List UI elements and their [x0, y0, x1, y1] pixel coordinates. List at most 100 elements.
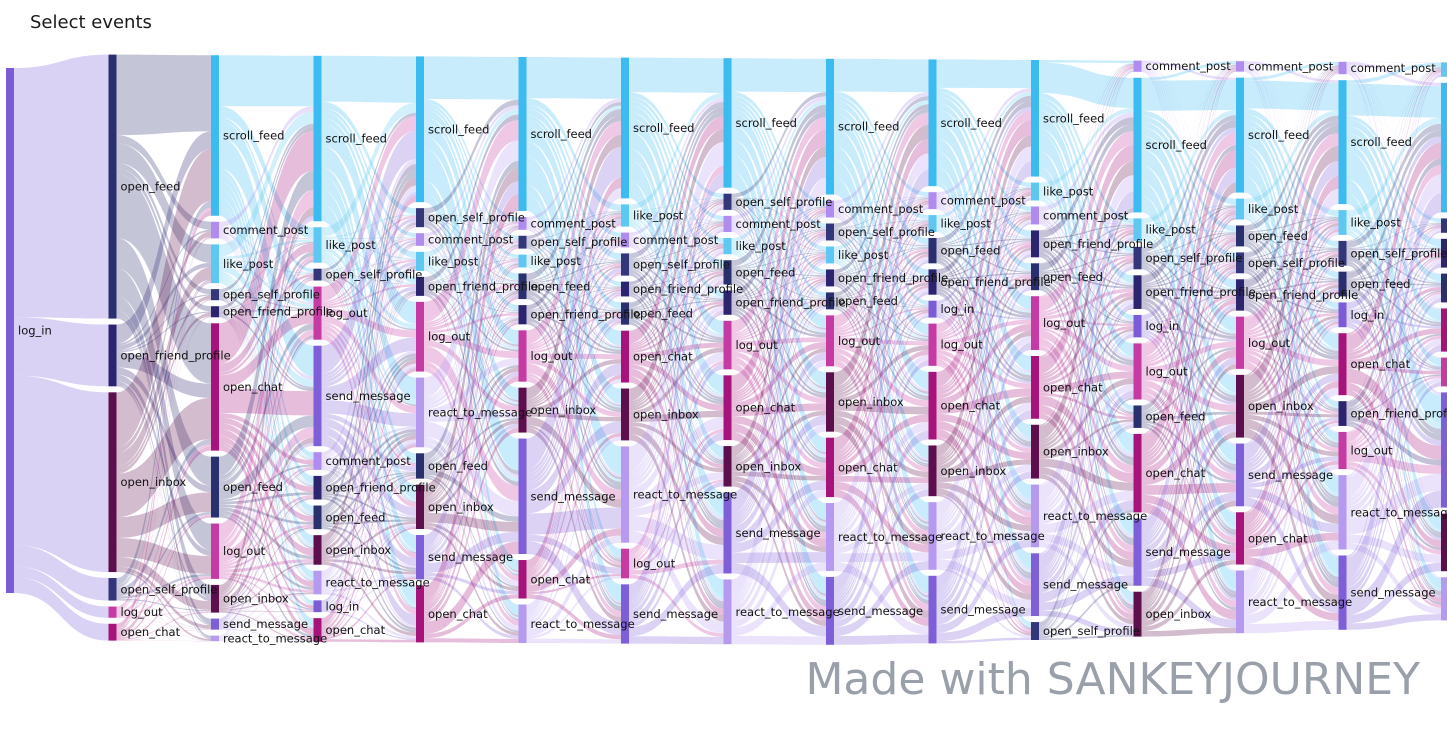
link-log_out-to-react_to_message[interactable] [834, 353, 929, 538]
link-comment_post-to-open_feed[interactable] [731, 222, 827, 298]
link-log_out-to-log_in[interactable] [1039, 319, 1134, 327]
link-open_feed-to-send_message[interactable] [1039, 284, 1134, 546]
link-open_inbox-to-scroll_feed[interactable] [526, 134, 622, 400]
link-comment_post-to-open_self_profile[interactable] [1141, 64, 1237, 253]
link-open_feed-to-comment_post[interactable] [629, 222, 724, 310]
link-open_feed-to-like_post[interactable] [731, 252, 827, 269]
link-open_chat-to-like_post[interactable] [1141, 211, 1237, 457]
link-like_post-to-comment_post[interactable] [321, 237, 417, 240]
link-open_inbox-to-open_chat[interactable] [116, 397, 212, 518]
link-open_friend_profile-to-open_chat[interactable] [1039, 247, 1134, 461]
link-open_friend_profile-to-send_message[interactable] [731, 311, 827, 607]
link-open_friend_profile-to-scroll_feed[interactable] [526, 115, 622, 311]
link-open_feed-to-open_feed[interactable] [936, 246, 1032, 273]
node-scroll_feed[interactable] [826, 58, 834, 195]
link-react_to_message-to-open_friend_profile[interactable] [629, 306, 724, 488]
node-open_inbox[interactable] [1133, 591, 1142, 637]
link-open_friend_profile-to-scroll_feed[interactable] [1141, 120, 1237, 284]
link-open_chat-to-comment_post[interactable] [936, 215, 1032, 392]
link-open_inbox-to-open_feed[interactable] [731, 303, 827, 464]
link-open_self_profile-to-comment_post[interactable] [321, 238, 417, 273]
link-scroll_feed-to-open_self_profile[interactable] [1346, 115, 1442, 223]
link-send_message-to-open_friend_profile[interactable] [1244, 417, 1339, 484]
link-react_to_message-to-scroll_feed[interactable] [936, 146, 1032, 518]
link-send_message-to-log_out[interactable] [1244, 456, 1339, 488]
link-open_inbox-to-react_to_message[interactable] [731, 476, 827, 553]
link-open_friend_profile-to-log_out[interactable] [936, 279, 1032, 318]
link-open_feed-to-log_out[interactable] [424, 364, 519, 468]
link-log_out-to-like_post[interactable] [1039, 227, 1134, 314]
link-comment_post-to-comment_post[interactable] [526, 220, 622, 238]
link-like_post-to-scroll_feed[interactable] [321, 102, 417, 238]
link-log_in-to-open_inbox[interactable] [14, 375, 109, 573]
link-open_inbox-to-open_self_profile[interactable] [526, 265, 622, 405]
link-open_self_profile-to-send_message[interactable] [1141, 261, 1237, 467]
link-comment_post-to-open_feed[interactable] [424, 237, 519, 283]
link-open_inbox-to-log_out[interactable] [116, 538, 212, 574]
link-like_post-to-comment_post[interactable] [424, 221, 519, 258]
link-open_self_profile-to-open_feed[interactable] [424, 215, 519, 282]
link-scroll_feed-to-send_message[interactable] [834, 177, 929, 594]
link-open_friend_profile-to-react_to_message[interactable] [1244, 301, 1339, 507]
link-comment_post-to-open_inbox[interactable] [1039, 222, 1134, 605]
node-like_post[interactable] [211, 244, 219, 284]
link-like_post-to-open_feed[interactable] [1346, 219, 1442, 283]
node-open_self_profile[interactable] [1133, 246, 1142, 270]
link-log_out-to-like_post[interactable] [1141, 208, 1237, 360]
link-open_inbox-to-log_in[interactable] [219, 610, 314, 612]
node-open_self_profile[interactable] [108, 578, 117, 601]
link-open_chat-to-like_post[interactable] [1346, 69, 1442, 335]
link-scroll_feed-to-log_out[interactable] [1141, 135, 1237, 332]
link-like_post-to-like_post[interactable] [936, 187, 1032, 220]
link-scroll_feed-to-send_message[interactable] [1141, 165, 1237, 462]
link-open_friend_profile-to-comment_post[interactable] [219, 314, 314, 461]
link-open_feed-to-comment_post[interactable] [424, 225, 519, 462]
link-open_self_profile-to-scroll_feed[interactable] [1346, 123, 1442, 248]
link-open_self_profile-to-open_friend_profile[interactable] [1141, 255, 1237, 291]
link-open_self_profile-to-open_chat[interactable] [1039, 509, 1134, 637]
link-send_message-to-open_chat[interactable] [834, 430, 929, 621]
link-open_friend_profile-to-open_inbox[interactable] [731, 303, 827, 398]
link-open_chat-to-react_to_message[interactable] [731, 423, 827, 547]
node-comment_post[interactable] [621, 232, 629, 248]
link-open_feed-to-send_message[interactable] [116, 310, 212, 624]
link-open_inbox-to-send_message[interactable] [834, 424, 929, 619]
link-log_out-to-scroll_feed[interactable] [731, 117, 827, 334]
link-open_inbox-to-open_inbox[interactable] [1141, 432, 1237, 622]
link-like_post-to-scroll_feed[interactable] [1141, 110, 1237, 224]
link-comment_post-to-open_chat[interactable] [424, 243, 519, 574]
link-comment_post-to-open_chat[interactable] [1346, 67, 1442, 310]
link-send_message-to-send_message[interactable] [1141, 492, 1237, 571]
link-log_out-to-log_out[interactable] [1244, 349, 1339, 452]
link-open_feed-to-open_self_profile[interactable] [1039, 254, 1134, 274]
link-open_self_profile-to-react_to_message[interactable] [424, 225, 519, 617]
link-like_post-to-log_out[interactable] [1141, 228, 1237, 334]
link-open_friend_profile-to-open_inbox[interactable] [321, 492, 417, 520]
link-react_to_message-to-react_to_message[interactable] [321, 439, 417, 587]
link-open_friend_profile-to-like_post[interactable] [1346, 70, 1442, 402]
link-open_feed-to-comment_post[interactable] [1244, 65, 1339, 226]
link-open_friend_profile-to-open_chat[interactable] [1141, 301, 1237, 535]
link-scroll_feed-to-log_out[interactable] [936, 109, 1032, 310]
link-open_self_profile-to-comment_post[interactable] [116, 236, 212, 586]
link-log_out-to-open_chat[interactable] [1141, 386, 1237, 543]
link-open_feed-to-send_message[interactable] [629, 318, 724, 530]
link-open_chat-to-open_friend_profile[interactable] [1346, 252, 1442, 357]
link-open_feed-to-comment_post[interactable] [219, 464, 314, 502]
link-open_inbox-to-send_message[interactable] [731, 481, 827, 627]
link-scroll_feed-to-open_friend_profile[interactable] [629, 111, 724, 298]
link-react_to_message-to-log_in[interactable] [834, 313, 929, 533]
link-comment_post-to-open_friend_profile[interactable] [1244, 67, 1339, 402]
link-comment_post-to-open_self_profile[interactable] [1346, 65, 1442, 219]
link-open_inbox-to-open_chat[interactable] [629, 410, 724, 423]
link-send_message-to-open_inbox[interactable] [526, 421, 622, 514]
link-open_feed-to-open_chat[interactable] [834, 301, 929, 401]
link-log_in-to-open_inbox[interactable] [936, 311, 1032, 449]
link-open_self_profile-to-scroll_feed[interactable] [424, 99, 519, 214]
link-send_message-to-comment_post[interactable] [629, 230, 724, 603]
link-log_out-to-open_self_profile[interactable] [1039, 255, 1134, 317]
link-open_self_profile-to-log_out[interactable] [834, 230, 929, 338]
link-like_post-to-like_post[interactable] [1346, 66, 1442, 211]
link-open_friend_profile-to-open_chat[interactable] [731, 305, 827, 464]
link-open_chat-to-react_to_message[interactable] [219, 436, 314, 588]
